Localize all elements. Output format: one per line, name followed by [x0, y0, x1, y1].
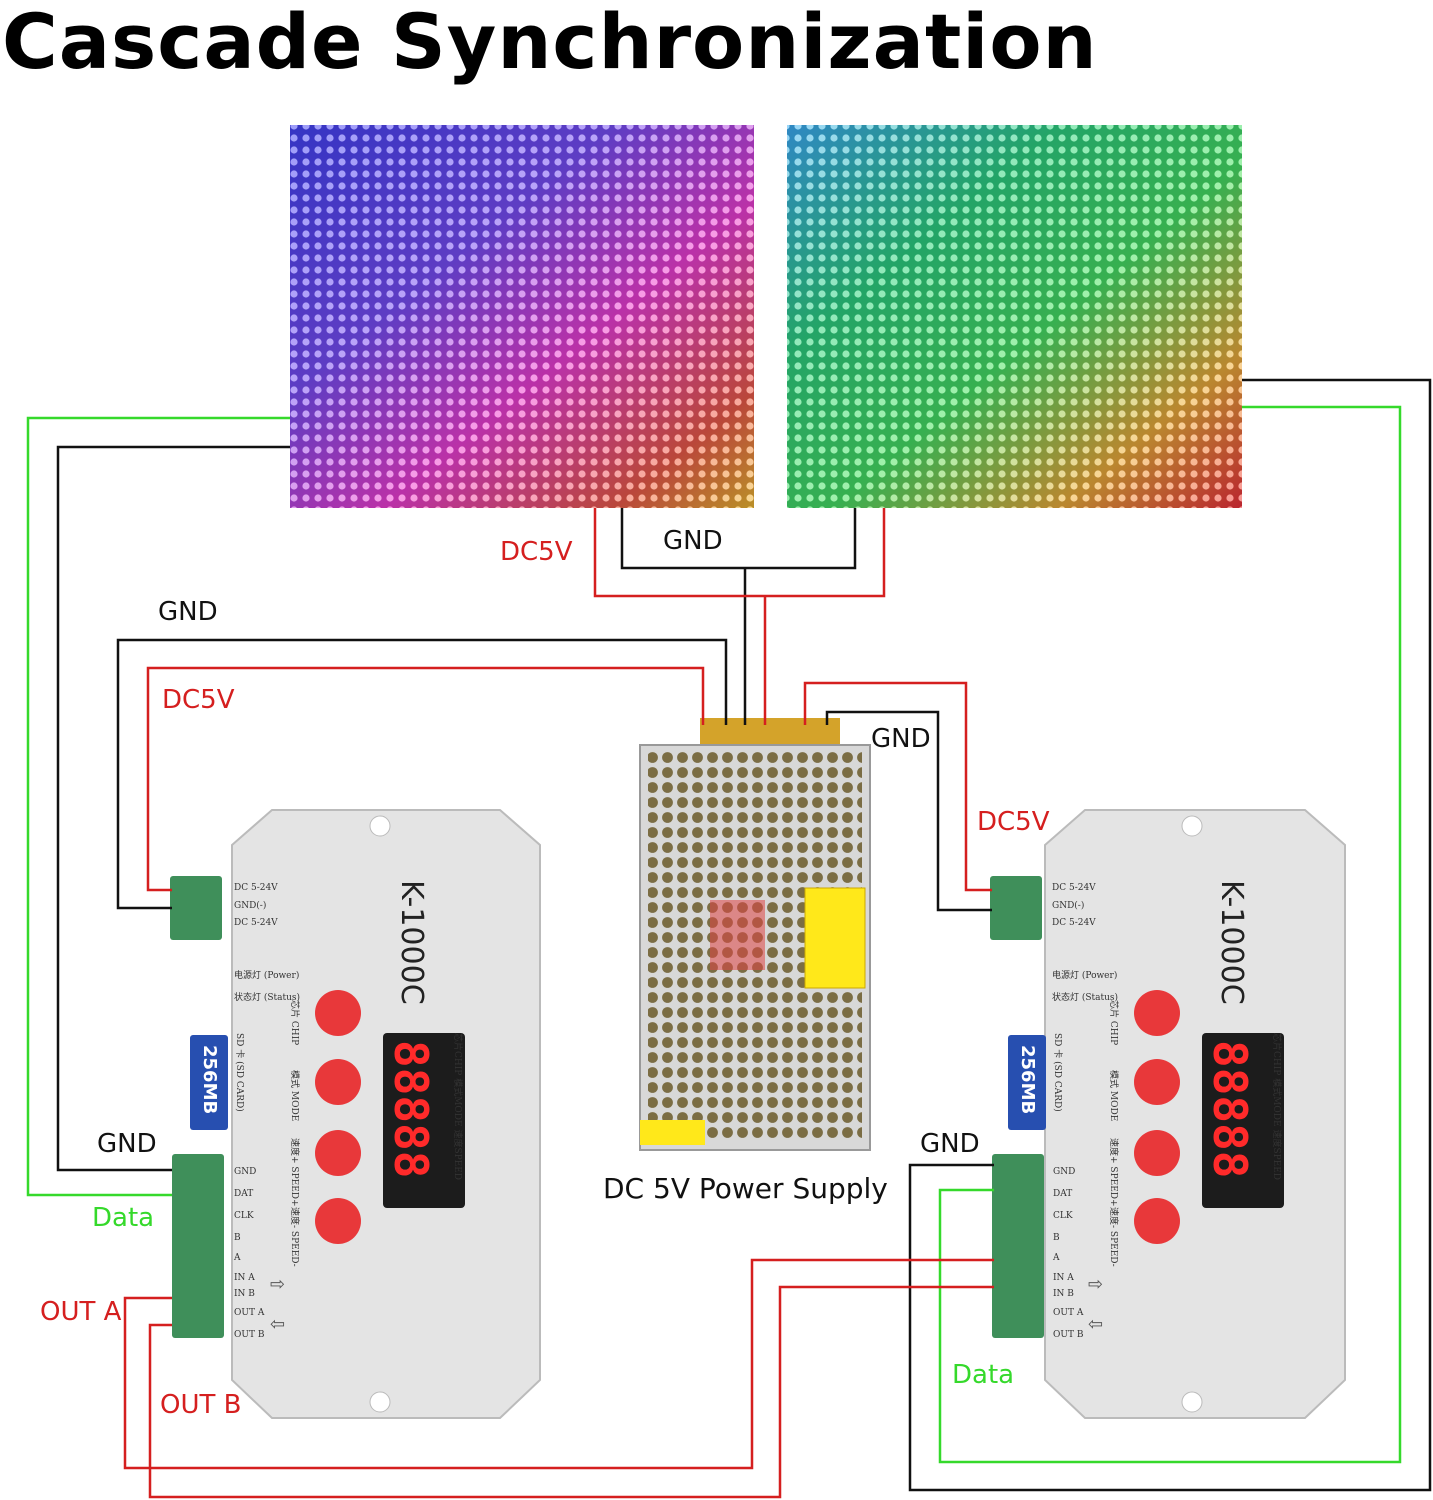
- controller-left-sd-label: SD 卡 (SD CARD): [234, 1033, 246, 1112]
- label-left-dc5v: DC5V: [162, 685, 235, 715]
- controller-right-display-label: 芯片CHIP 模式MODE 速度SPEED: [1271, 1033, 1283, 1180]
- controller-left-terminal-4: A: [233, 1253, 241, 1263]
- power-supply-caption: DC 5V Power Supply: [603, 1172, 888, 1205]
- power-supply-unit: [639, 718, 871, 1151]
- controller-left-terminal-5: IN A: [234, 1273, 255, 1283]
- controller-right-status-label: 状态灯 (Status): [1052, 991, 1118, 1003]
- label-right-gnd-bottom: GND: [920, 1129, 980, 1159]
- controller-right-model: K-1000C: [1214, 880, 1249, 1005]
- controller-left-terminal-0: GND: [234, 1167, 256, 1177]
- controller-left-terminal-8: OUT B: [234, 1330, 265, 1340]
- controller-left-terminal-7: OUT A: [234, 1308, 265, 1318]
- controller-left-terminal-3: B: [234, 1233, 241, 1243]
- controller-right-terminal-6: IN B: [1053, 1289, 1074, 1299]
- controller-left-status-label: 状态灯 (Status): [234, 991, 300, 1003]
- controller-left-button-chip[interactable]: [315, 990, 361, 1036]
- label-panel-gnd: GND: [663, 526, 723, 556]
- controller-left-buttons: [315, 990, 361, 1244]
- controller-left-button-mode[interactable]: [315, 1059, 361, 1105]
- controller-right-button-label-0: 芯片 CHIP: [1108, 1000, 1120, 1045]
- controller-left-display-label: 芯片CHIP 模式MODE 速度SPEED: [452, 1033, 464, 1180]
- controller-left-button-label-3: 速度- SPEED-: [289, 1207, 301, 1267]
- controller-right-terminal-top-1: GND(-): [1052, 900, 1084, 911]
- led-panel-left: [290, 125, 754, 508]
- controller-left-terminal-top-1: GND(-): [234, 900, 266, 911]
- arrow-in-icon: ⇨: [270, 1274, 285, 1295]
- controller-right-button-speed-up[interactable]: [1134, 1130, 1180, 1176]
- controller-right-sd: 256MB: [1017, 1045, 1038, 1114]
- controller-left-model: K-1000C: [394, 880, 429, 1005]
- controller-right: [990, 809, 1346, 1419]
- controller-right-sd-label: SD 卡 (SD CARD): [1052, 1033, 1064, 1112]
- controller-left-terminal-top-2: DC 5-24V: [234, 918, 278, 928]
- controller-left-button-speed-up[interactable]: [315, 1130, 361, 1176]
- controller-left-display: 88888: [384, 1040, 438, 1178]
- wire-left-gnd-power: [116, 638, 728, 910]
- controller-left-terminal-top-0: DC 5-24V: [234, 883, 278, 893]
- arrow-out-icon: ⇦: [1088, 1314, 1103, 1335]
- controller-right-button-speed-down[interactable]: [1134, 1198, 1180, 1244]
- controller-right-button-label-3: 速度- SPEED-: [1108, 1207, 1120, 1267]
- controller-left-power-label: 电源灯 (Power): [234, 969, 299, 981]
- controller-right-terminal-top-2: DC 5-24V: [1052, 918, 1096, 928]
- controller-left-button-label-1: 模式 MODE: [289, 1070, 301, 1121]
- label-right-data: Data: [952, 1360, 1014, 1390]
- controller-left-button-speed-down[interactable]: [315, 1198, 361, 1244]
- label-out-b: OUT B: [160, 1390, 241, 1420]
- controller-right-terminal-1: DAT: [1053, 1189, 1072, 1199]
- controller-left-terminal-6: IN B: [234, 1289, 255, 1299]
- controller-left-button-label-2: 速度+ SPEED+: [289, 1138, 301, 1207]
- wire-left-data-panel: [26, 416, 290, 1197]
- controller-right-buttons: [1134, 990, 1180, 1244]
- controller-right-terminal-7: OUT A: [1053, 1308, 1084, 1318]
- wire-panel-gnd: [620, 508, 857, 570]
- controller-right-terminal-8: OUT B: [1053, 1330, 1084, 1340]
- controller-right-button-chip[interactable]: [1134, 990, 1180, 1036]
- wire-right-panel-gnd: [908, 378, 1432, 1492]
- controller-left-terminal-1: DAT: [234, 1189, 253, 1199]
- label-right-dc5v: DC5V: [977, 807, 1050, 837]
- controller-right-terminal-top-0: DC 5-24V: [1052, 883, 1096, 893]
- controller-right-terminal-4: A: [1052, 1253, 1060, 1263]
- controller-right-power-label: 电源灯 (Power): [1052, 969, 1117, 981]
- controller-left-button-label-0: 芯片 CHIP: [289, 1000, 301, 1045]
- wire-out-b: [148, 1285, 994, 1499]
- controller-right-terminal-2: CLK: [1053, 1211, 1073, 1221]
- wire-out-a: [123, 1258, 994, 1470]
- arrow-in-icon: ⇨: [1088, 1274, 1103, 1295]
- controller-left-terminal-2: CLK: [234, 1211, 254, 1221]
- label-left-gnd-top: GND: [158, 597, 218, 627]
- led-panel-right: [787, 125, 1242, 508]
- controller-right-button-label-2: 速度+ SPEED+: [1108, 1138, 1120, 1207]
- wire-right-dc5v-power: [803, 681, 992, 892]
- controller-left-sd: 256MB: [199, 1045, 220, 1114]
- controller-right-terminal-3: B: [1053, 1233, 1060, 1243]
- controller-right-button-label-1: 模式 MODE: [1108, 1070, 1120, 1121]
- controller-right-terminal-5: IN A: [1053, 1273, 1074, 1283]
- wire-left-dc5v-power: [146, 666, 705, 892]
- page-title: Cascade Synchronization: [2, 0, 1098, 86]
- label-panel-dc5v: DC5V: [500, 537, 573, 567]
- label-left-gnd-bottom: GND: [97, 1129, 157, 1159]
- wire-right-panel-data: [938, 405, 1402, 1464]
- label-right-gnd-top: GND: [871, 724, 931, 754]
- label-left-data: Data: [92, 1203, 154, 1233]
- controller-left: [170, 809, 541, 1419]
- controller-right-button-mode[interactable]: [1134, 1059, 1180, 1105]
- wires: [26, 378, 1432, 1499]
- controller-right-display: 88888: [1203, 1040, 1257, 1178]
- label-out-a: OUT A: [40, 1297, 122, 1327]
- wire-right-gnd-power: [825, 710, 992, 912]
- wire-left-gnd-panel: [56, 445, 290, 1172]
- arrow-out-icon: ⇦: [270, 1314, 285, 1335]
- wire-panel-dc5v: [593, 508, 886, 598]
- controller-right-terminal-0: GND: [1053, 1167, 1075, 1177]
